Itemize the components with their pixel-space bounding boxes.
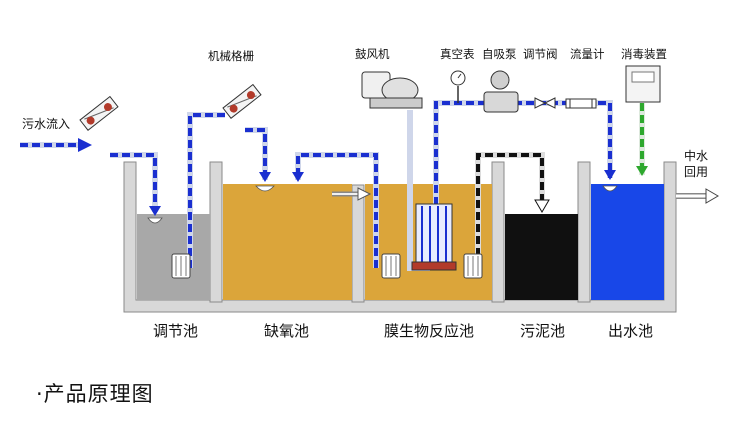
blower-label: 鼓风机 [355, 47, 390, 61]
tank-label-sludge: 污泥池 [520, 322, 565, 340]
self-priming-pump [483, 70, 519, 113]
bar-screen-label: 机械格栅 [208, 49, 254, 63]
outflow-label-2: 回用 [684, 165, 708, 179]
tank-basin [123, 161, 677, 313]
diffusers [147, 185, 618, 224]
pump-regulating [171, 253, 191, 279]
flow-meter-label: 流量计 [570, 47, 605, 61]
membrane-module [411, 203, 457, 271]
diagram-caption: ·产品原理图 [36, 382, 154, 406]
pump-mbr-1 [381, 253, 401, 279]
to-regulating-arrow [149, 206, 161, 216]
tank-label-outlet: 出水池 [608, 322, 653, 340]
disinfect-arrow [636, 166, 648, 176]
self-priming-pump-label: 自吸泵 [482, 47, 517, 61]
to-outlet-arrow [604, 170, 616, 180]
outflow-arrow [705, 188, 719, 204]
sludge-arrow [534, 199, 550, 213]
tank-label-regulating: 调节池 [153, 322, 198, 340]
pump-mbr-2 [463, 253, 483, 279]
outflow-label-1: 中水 [684, 148, 708, 163]
inflow-label: 污水流入 [22, 117, 70, 131]
bar-screen-1 [79, 95, 119, 131]
to-anoxic-arrow [259, 172, 271, 182]
flow-meter [565, 98, 597, 109]
bar-screen-2 [222, 83, 262, 119]
pumps [171, 253, 483, 279]
blower [361, 71, 423, 109]
recirc-arrow [292, 172, 304, 182]
tank-sludge-fill [505, 214, 578, 300]
disinfection-label: 消毒装置 [621, 47, 667, 61]
vacuum-gauge [450, 70, 466, 103]
flow-arrows [78, 138, 719, 216]
control-valve-label: 调节阀 [523, 47, 558, 61]
anoxic-to-mbr-arrow [332, 187, 372, 201]
inflow-arrow [78, 138, 92, 152]
tank-outlet-fill [591, 184, 664, 300]
tank-label-mbr: 膜生物反应池 [384, 322, 474, 340]
vacuum-gauge-label: 真空表 [440, 47, 475, 61]
pipes [20, 100, 710, 271]
disinfection-unit [625, 65, 661, 103]
tank-anoxic-fill [223, 184, 352, 300]
control-valve [534, 97, 556, 109]
tank-label-anoxic: 缺氧池 [264, 322, 309, 340]
